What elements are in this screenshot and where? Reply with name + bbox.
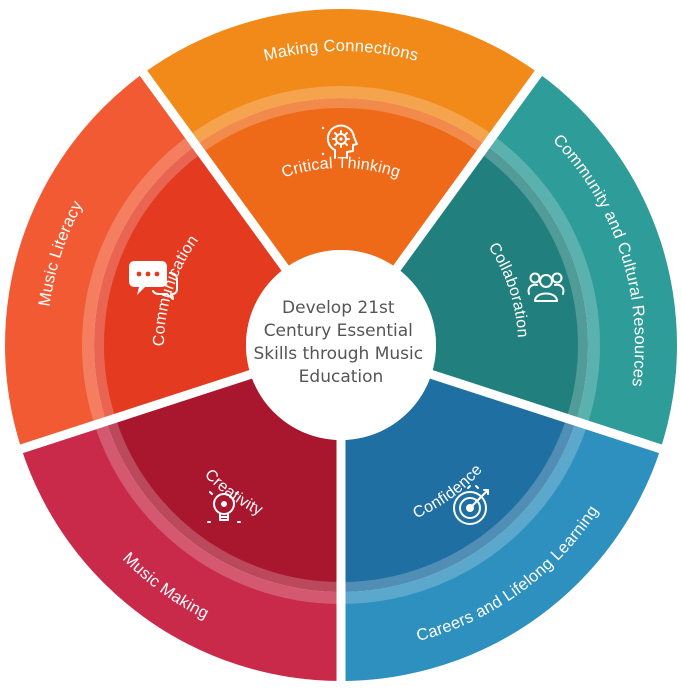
center-circle: [246, 250, 436, 440]
segment-inner-critical-thinking: [195, 98, 487, 269]
center-title-line: Develop 21st: [282, 298, 395, 318]
segment-separator: [392, 67, 545, 273]
lightbulb-icon: [207, 491, 241, 523]
segment-separator: [428, 369, 666, 455]
segment-inner-communication: [94, 145, 286, 422]
people-group-icon: [527, 272, 565, 302]
target-icon: [453, 485, 489, 525]
head-gear-icon: [321, 124, 358, 159]
outer-ring: [4, 8, 677, 681]
segment-outer-community-and-cultural-resources: [486, 73, 677, 449]
inner-ring: [94, 98, 588, 592]
segment-outer-music-literacy: [4, 73, 196, 449]
center-title-line: Education: [299, 367, 384, 387]
chat-bubbles-icon: [129, 261, 178, 300]
segment-separator: [16, 369, 254, 455]
center-title: Develop 21st Century Essential Skills th…: [253, 298, 428, 387]
segment-inner-collaboration: [396, 145, 588, 422]
center-title-line: Skills through Music: [253, 344, 423, 364]
segment-separators: [16, 67, 666, 685]
segment-inner-creativity: [106, 374, 341, 592]
segment-outer-making-connections: [143, 8, 539, 146]
segment-inner-confidence: [341, 374, 576, 592]
segment-separator: [137, 67, 290, 273]
segment-outer-careers-and-lifelong-learning: [341, 421, 661, 681]
segment-outer-music-making: [21, 421, 342, 681]
center-title-line: Century Essential: [264, 321, 413, 341]
